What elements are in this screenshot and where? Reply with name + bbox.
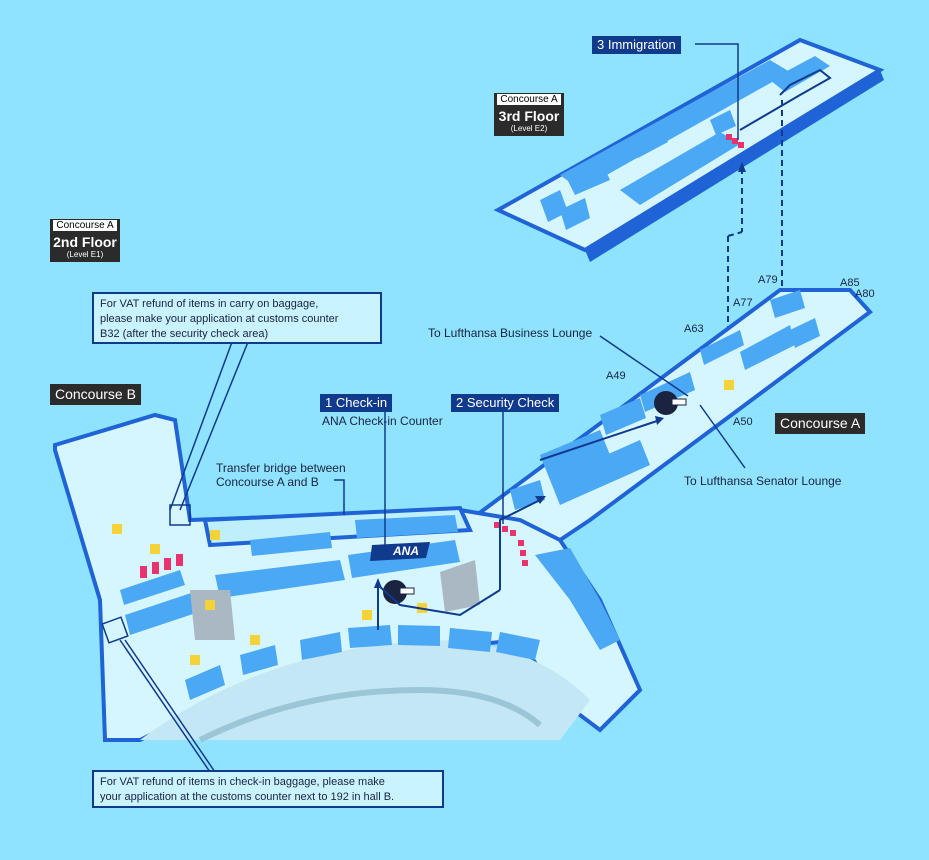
escalator-icon [383,580,415,604]
route-arrowheads [374,416,664,588]
immigration-counters [726,134,744,148]
second-floor-level: (Level E1) [66,250,104,259]
ana-counter-label: ANA Check-in Counter [322,414,443,428]
security-counters [494,522,528,566]
vat-checkin-note: For VAT refund of items in check-in bagg… [92,770,444,808]
step-immigration: 3 Immigration [592,36,681,54]
third-floor-concourse: Concourse A [496,93,562,106]
checkin-counters [140,554,183,578]
senator-lounge-label: To Lufthansa Senator Lounge [684,474,842,488]
leader-lines [101,43,746,773]
passenger-route [377,419,661,630]
gate-a63: A63 [684,323,704,335]
third-floor-badge: Concourse A 3rd Floor (Level E2) [494,93,564,136]
second-floor-concourse: Concourse A [52,219,118,232]
second-floor-plan [53,288,873,743]
concourse-b-label: Concourse B [50,384,141,405]
gate-a50: A50 [733,416,753,428]
gate-a49: A49 [606,370,626,382]
lounge-escalator-icon [654,391,687,415]
second-floor-badge: Concourse A 2nd Floor (Level E1) [50,219,120,262]
ana-logo: ANA [392,544,419,558]
step-checkin: 1 Check-in [320,394,393,412]
vat-carry-on-note: For VAT refund of items in carry on bagg… [92,292,382,344]
concourse-a-label: Concourse A [775,413,866,434]
gate-a79: A79 [758,274,778,286]
gate-a77: A77 [733,297,753,309]
business-lounge-label: To Lufthansa Business Lounge [428,326,593,340]
step-security: 2 Security Check [451,394,560,412]
gate-a85: A85 [840,277,860,289]
third-floor-plan [493,37,885,262]
gate-a80: A80 [855,288,875,300]
second-floor-title: 2nd Floor [53,234,117,250]
third-floor-title: 3rd Floor [498,108,560,124]
transfer-bridge-label: Transfer bridge between Concourse A and … [216,461,346,489]
third-floor-level: (Level E2) [510,124,548,133]
